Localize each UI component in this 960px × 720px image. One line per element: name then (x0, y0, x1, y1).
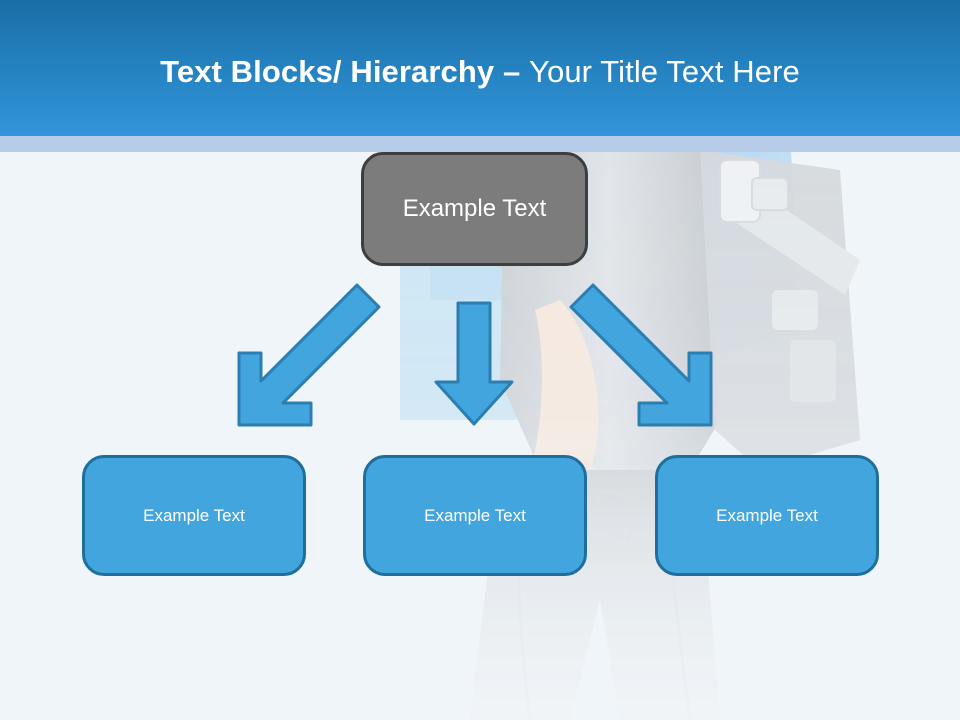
hierarchy-root-label: Example Text (402, 195, 547, 222)
hierarchy-child-label-3: Example Text (716, 505, 818, 525)
hierarchy-child-label-2: Example Text (424, 505, 526, 525)
hierarchy-child-node-1[interactable]: Example Text (82, 455, 306, 576)
arrow-down-right-icon (569, 283, 713, 427)
page-title-bold: Text Blocks/ Hierarchy – (160, 54, 521, 89)
hierarchy-child-node-3[interactable]: Example Text (655, 455, 879, 576)
hierarchy-child-label-1: Example Text (143, 505, 245, 525)
arrow-down-left-icon (237, 283, 381, 427)
title-accent-bar (0, 136, 960, 152)
page-title-light: Your Title Text Here (529, 54, 800, 89)
hierarchy-child-node-2[interactable]: Example Text (363, 455, 587, 576)
page-title: Text Blocks/ Hierarchy – Your Title Text… (0, 52, 960, 92)
hierarchy-root-node[interactable]: Example Text (361, 152, 588, 266)
arrow-down-icon (434, 301, 514, 426)
